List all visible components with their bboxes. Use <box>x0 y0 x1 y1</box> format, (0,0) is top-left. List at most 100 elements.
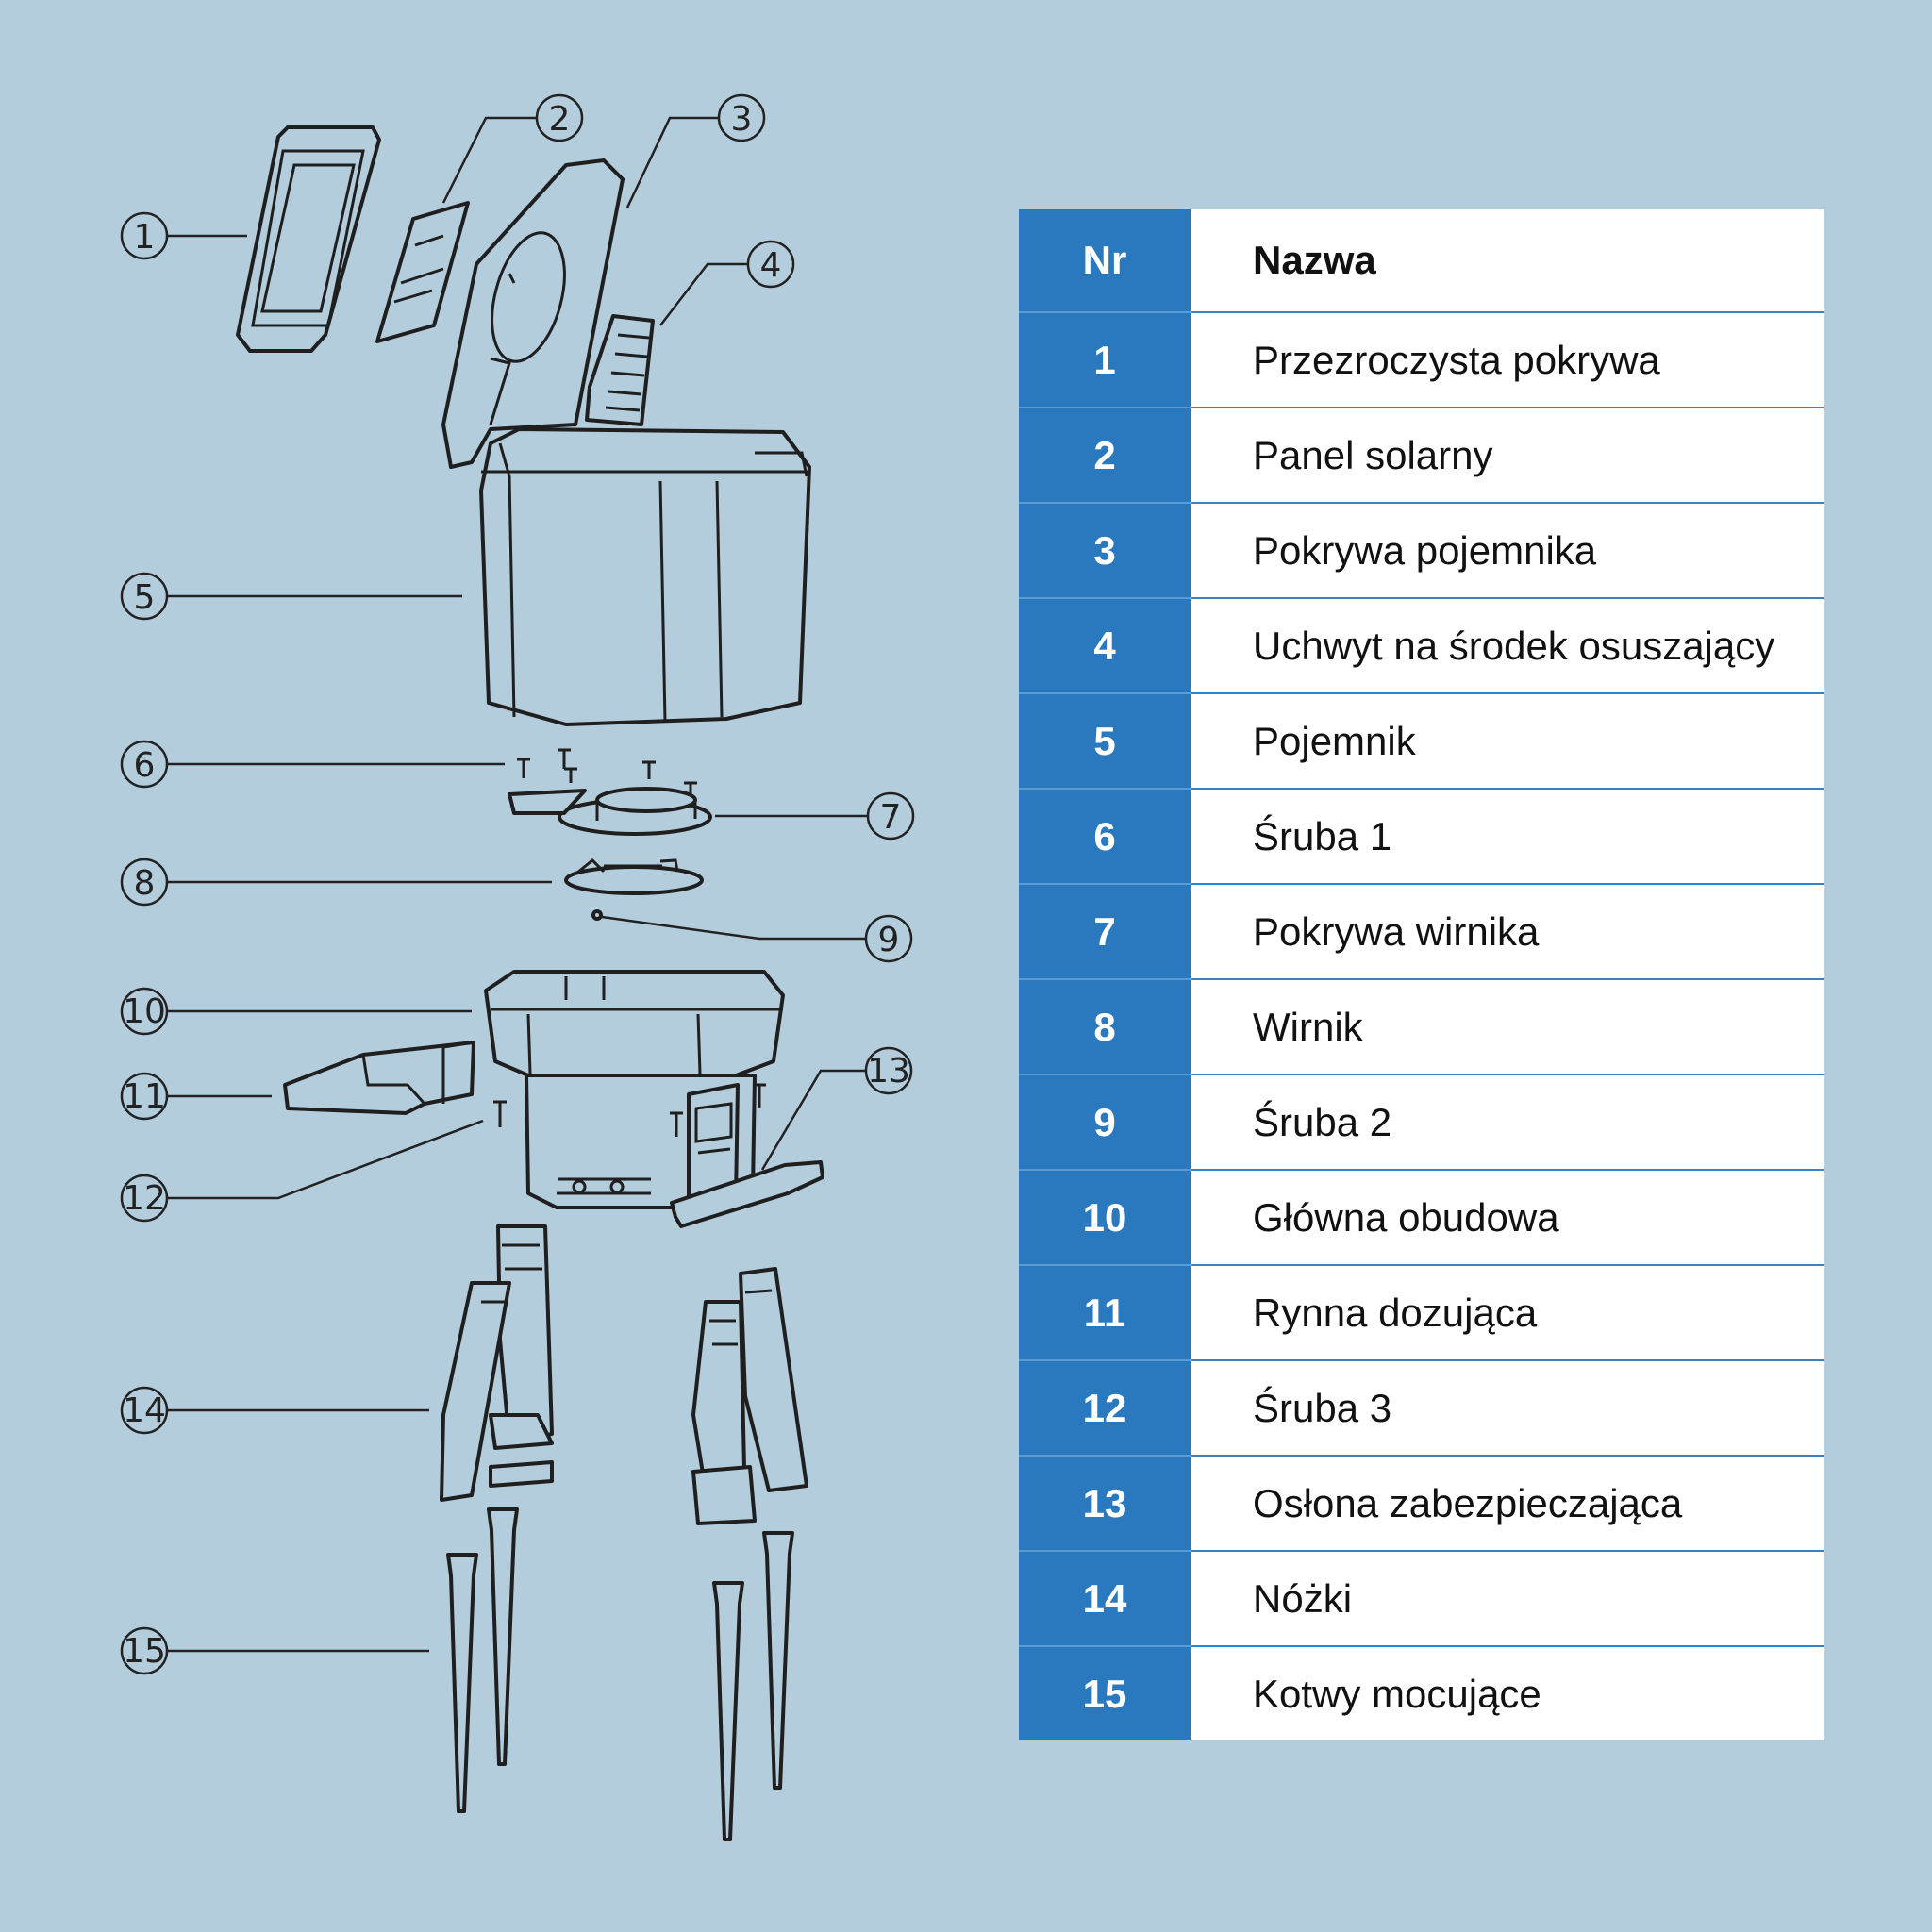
part-number: 11 <box>1019 1265 1191 1361</box>
header-nr: Nr <box>1019 209 1191 313</box>
part-number: 1 <box>1019 312 1191 408</box>
callout-13 <box>864 1046 913 1095</box>
part-name: Rynna dozująca <box>1191 1265 1824 1361</box>
part-number: 13 <box>1019 1456 1191 1552</box>
callout-number-5: 5 <box>134 578 156 617</box>
callout-number-12: 12 <box>123 1179 166 1218</box>
callout-number-11: 11 <box>123 1077 166 1116</box>
callout-numbers: 1 2 3 4 5 6 7 8 9 10 11 12 13 14 15 <box>123 100 910 1671</box>
part-number: 12 <box>1019 1360 1191 1457</box>
callout-12 <box>120 1174 169 1223</box>
part-name: Wirnik <box>1191 979 1824 1075</box>
callout-6 <box>120 740 169 789</box>
callout-number-15: 15 <box>123 1632 166 1671</box>
part-solar-panel <box>375 201 470 343</box>
part-main-housing <box>484 970 785 1209</box>
part-impeller <box>564 858 704 895</box>
callout-2 <box>535 93 584 142</box>
exploded-view-diagram: 1 2 3 4 5 6 7 8 9 10 11 12 13 14 15 <box>120 93 915 1841</box>
callout-number-9: 9 <box>878 921 900 959</box>
part-dispensing-chute <box>283 1041 475 1115</box>
part-name: Śruba 1 <box>1191 789 1824 885</box>
callout-number-7: 7 <box>880 798 902 837</box>
leader-lines <box>167 116 868 1653</box>
callout-5 <box>120 572 169 621</box>
part-name: Pokrywa wirnika <box>1191 884 1824 980</box>
part-name: Nóżki <box>1191 1551 1824 1647</box>
callout-1 <box>120 211 169 260</box>
callout-number-3: 3 <box>731 100 753 139</box>
callout-7 <box>866 791 915 841</box>
part-number: 8 <box>1019 979 1191 1075</box>
part-screws-1 <box>517 748 697 800</box>
part-name: Śruba 3 <box>1191 1360 1824 1457</box>
part-name: Uchwyt na środek osuszający <box>1191 598 1824 694</box>
callout-9 <box>864 914 913 963</box>
callout-10 <box>120 987 169 1036</box>
part-number: 4 <box>1019 598 1191 694</box>
part-name: Osłona zabezpieczająca <box>1191 1456 1824 1552</box>
header-name: Nazwa <box>1191 209 1824 313</box>
part-number: 14 <box>1019 1551 1191 1647</box>
part-name: Śruba 2 <box>1191 1074 1824 1171</box>
part-number: 5 <box>1019 693 1191 790</box>
callout-number-10: 10 <box>123 992 166 1031</box>
part-number: 6 <box>1019 789 1191 885</box>
callout-number-1: 1 <box>134 218 156 257</box>
part-number: 15 <box>1019 1646 1191 1740</box>
callout-number-6: 6 <box>134 746 156 785</box>
callout-number-13: 13 <box>867 1052 910 1091</box>
part-name: Pokrywa pojemnika <box>1191 503 1824 599</box>
part-name: Pojemnik <box>1191 693 1824 790</box>
callout-11 <box>120 1072 169 1121</box>
part-number: 10 <box>1019 1170 1191 1266</box>
callout-number-14: 14 <box>123 1391 166 1430</box>
callout-8 <box>120 858 169 907</box>
callout-15 <box>120 1626 169 1675</box>
callout-number-2: 2 <box>549 100 571 139</box>
callout-14 <box>120 1386 169 1435</box>
part-number: 3 <box>1019 503 1191 599</box>
callout-number-4: 4 <box>760 246 782 285</box>
part-legs <box>440 1224 808 1525</box>
table-header-row: Nr Nazwa <box>1019 209 1824 313</box>
part-container-lid <box>441 158 625 469</box>
part-container <box>479 427 811 726</box>
part-name: Przezroczysta pokrywa <box>1191 312 1824 408</box>
part-number: 9 <box>1019 1074 1191 1171</box>
callout-4 <box>746 240 795 289</box>
part-impeller-cover <box>508 787 712 836</box>
part-mounting-anchors <box>446 1507 794 1841</box>
part-screw-2 <box>591 909 603 921</box>
part-protective-guard <box>670 1160 824 1228</box>
part-number: 2 <box>1019 408 1191 504</box>
part-number: 7 <box>1019 884 1191 980</box>
part-name: Panel solarny <box>1191 408 1824 504</box>
part-name: Główna obudowa <box>1191 1170 1824 1266</box>
part-transparent-lid <box>236 125 381 353</box>
callout-circles <box>120 93 915 1675</box>
part-desiccant-holder <box>585 314 655 426</box>
parts-table-header: Nr Nazwa <box>1019 209 1824 313</box>
callout-3 <box>717 93 766 142</box>
part-name: Kotwy mocujące <box>1191 1646 1824 1740</box>
part-screw-3 <box>493 1083 766 1137</box>
callout-number-8: 8 <box>134 864 156 903</box>
